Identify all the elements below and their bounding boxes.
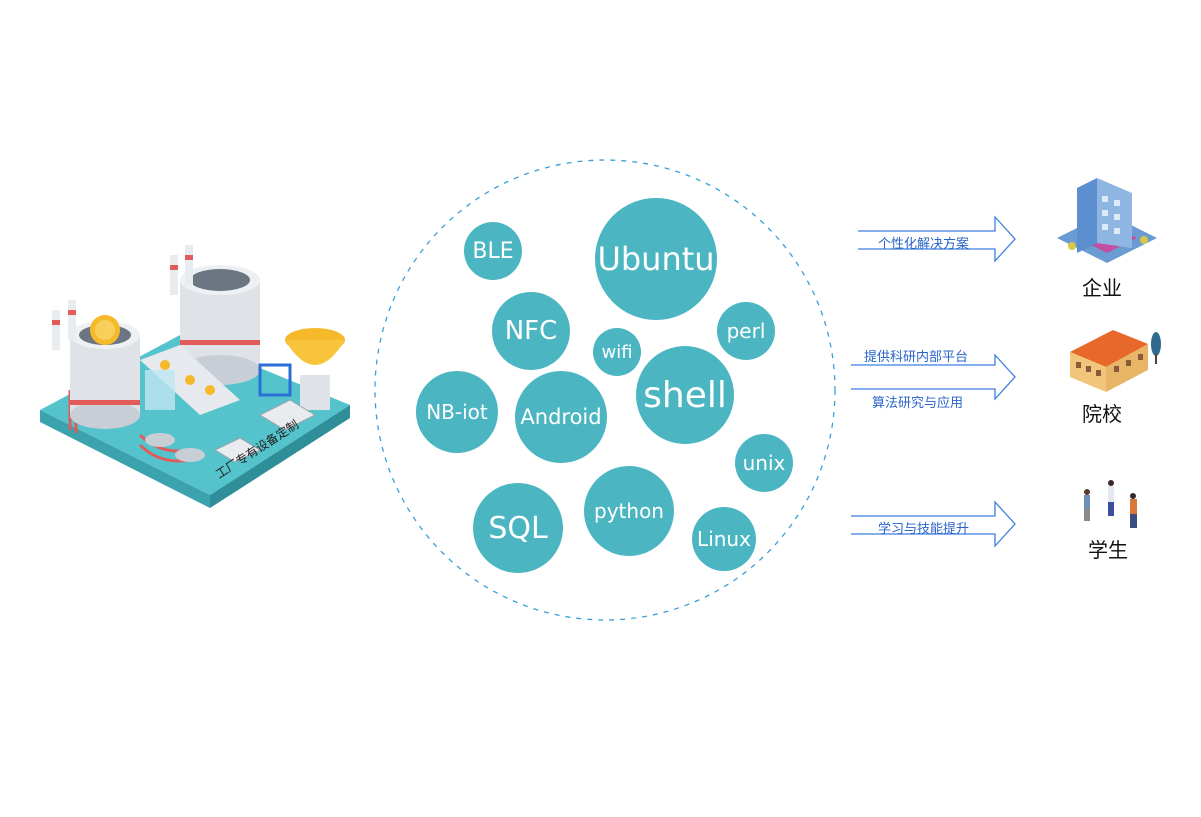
bubble-unix: unix: [735, 434, 793, 492]
arrow-label-algorithm-research: 算法研究与应用: [872, 396, 964, 411]
arrow-label-custom-solution: 个性化解决方案: [878, 237, 970, 252]
factory-illustration: [40, 245, 350, 508]
bubble-ubuntu: Ubuntu: [595, 198, 717, 320]
arrow-label-research-platform: 提供科研内部平台: [864, 350, 969, 365]
office-building-icon: [1057, 178, 1157, 263]
arrow-enterprise: [858, 215, 1016, 263]
target-label-enterprise: 企业: [1082, 276, 1122, 300]
bubble-wifi: wifi: [593, 328, 641, 376]
arrow-student: [851, 500, 1016, 548]
bubble-nfc: NFC: [492, 292, 570, 370]
bubble-ble: BLE: [464, 222, 522, 280]
arrow-school: [851, 353, 1016, 401]
target-label-school: 院校: [1082, 402, 1122, 426]
bubble-python: python: [584, 466, 674, 556]
bubble-cluster-outline: [374, 159, 836, 621]
bubble-sql: SQL: [473, 483, 563, 573]
students-people-icon: [1084, 480, 1137, 528]
bubble-perl: perl: [717, 302, 775, 360]
bubble-android: Android: [515, 371, 607, 463]
bubble-shell: shell: [636, 346, 734, 444]
bubble-linux: Linux: [692, 507, 756, 571]
bubble-nb-iot: NB-iot: [416, 371, 498, 453]
school-building-icon: [1070, 330, 1161, 392]
target-label-student: 学生: [1088, 538, 1128, 562]
arrow-label-skill-improvement: 学习与技能提升: [878, 522, 970, 537]
